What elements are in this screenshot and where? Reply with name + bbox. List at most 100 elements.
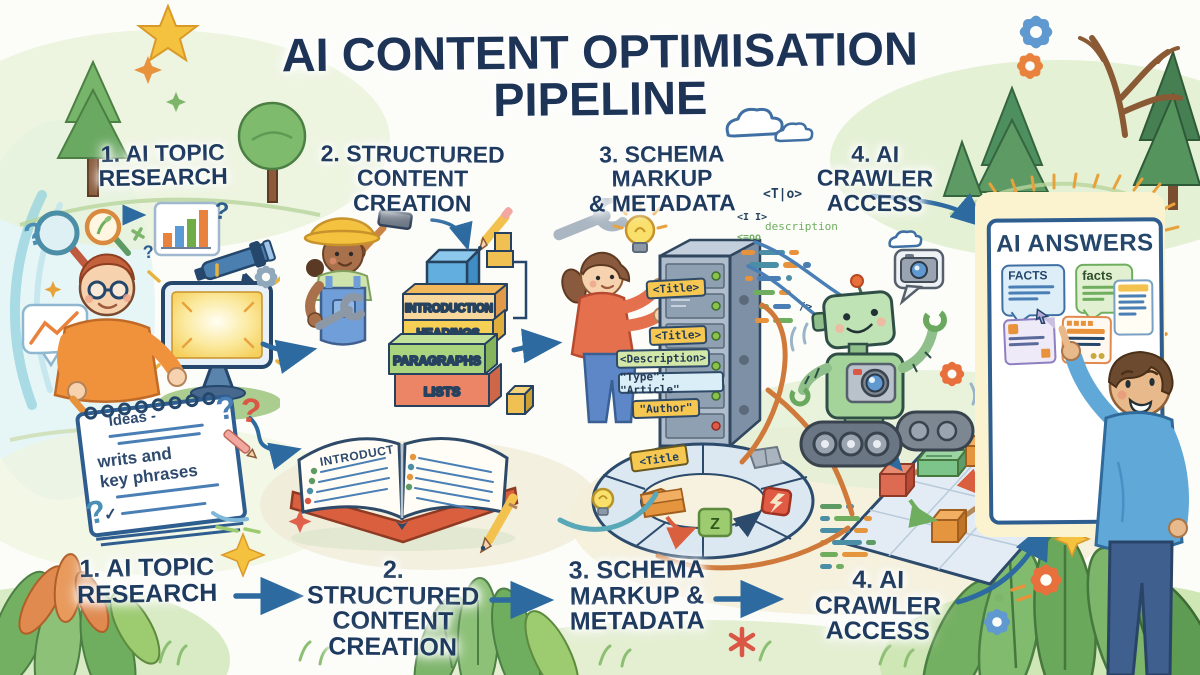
server-tag-title-1: <Title> (645, 277, 707, 300)
text-line (1118, 294, 1147, 298)
path-title-tag: <Title (629, 444, 689, 473)
pencil-icon (477, 207, 513, 253)
bottom-label-2-line3: CREATION (328, 631, 458, 662)
bottom-label-3-line1: 3. SCHEMA (568, 555, 705, 585)
bottom-label-4-line1: 4. AI CRAWLER (814, 565, 942, 621)
man-smile (1128, 397, 1153, 414)
svg-text:<Title: <Title (639, 450, 681, 468)
step-header-2: 2. STRUCTURED CONTENT CREATION (305, 140, 521, 217)
step-header-4: 4. AI CRAWLER ACCESS (790, 141, 961, 216)
book-right-lines (414, 457, 494, 510)
robot-arm-waving (898, 308, 947, 373)
grass-strokes (158, 640, 915, 668)
block-label: LISTS (424, 384, 461, 399)
text-line (1082, 291, 1117, 295)
antenna-ball (850, 274, 864, 288)
bar-chart-icon (153, 201, 221, 257)
man-hair (1107, 350, 1174, 396)
pointing-finger (1058, 325, 1071, 348)
man-pants (1106, 540, 1174, 675)
step-header-4-line2: ACCESS (826, 189, 923, 217)
bottom-label-2-line2: CONTENT (332, 606, 454, 636)
text-line (1008, 297, 1039, 301)
page-title: AI CONTENT OPTIMISATION PIPELINE (281, 21, 919, 127)
mat-arrow-green (908, 498, 938, 528)
ai-answers-panel: AI ANSWERS FACTS facts (986, 217, 1166, 525)
lightbulb-icon (612, 198, 668, 253)
step-bricks (486, 232, 514, 268)
step-header-1-line2: RESEARCH (98, 163, 228, 192)
facts-bubble: FACTS (1001, 264, 1066, 325)
text-line (1118, 300, 1145, 304)
robot-head (811, 290, 896, 350)
robot-arm-left (789, 363, 832, 407)
puzzle-icon (1007, 323, 1019, 335)
cursor-icon (1035, 308, 1050, 325)
notepad (75, 392, 247, 547)
code-description: description (765, 220, 838, 233)
svg-text:Z: Z (710, 516, 720, 533)
man-pointing (1058, 325, 1189, 675)
text-line (1008, 335, 1045, 341)
mini-yellow-cube (506, 385, 534, 415)
led-green (711, 271, 721, 281)
crawler-robot (789, 274, 977, 468)
plus-doodle (131, 227, 145, 241)
robot-camera (845, 362, 897, 404)
checkmark-icon: ✓ (103, 505, 119, 525)
foliage-bottom-middle (413, 577, 580, 675)
tree-left-round (237, 101, 307, 203)
mat-code-lines (820, 504, 876, 569)
server-tag-type-article: "Type": "Article" (617, 370, 725, 396)
notepad-text: Ideas - writs and key phrases ✓ (92, 398, 246, 525)
step-header-1: 1. AI TOPIC RESEARCH (88, 139, 239, 192)
tree-left-pine (56, 59, 130, 197)
step-header-4-line1: 4. AI CRAWLER (816, 140, 934, 192)
text-line (1008, 342, 1039, 347)
step-header-2-line2: CONTENT CREATION (352, 164, 472, 217)
led-green (711, 301, 721, 311)
facts-bubble-label: FACTS (1008, 268, 1048, 283)
server-tag-description: <Description> (615, 348, 711, 369)
bottom-label-1: 1. AI TOPIC RESEARCH (62, 553, 233, 609)
card-header-bar (1118, 284, 1149, 292)
text-line (1008, 285, 1055, 289)
folder-icon (639, 487, 687, 519)
led-green (711, 361, 721, 371)
text-line (1008, 291, 1051, 295)
step-header-2-line1: 2. STRUCTURED (320, 140, 505, 168)
step-header-3-line1: 3. SCHEMA MARKUP (599, 140, 725, 192)
bottom-label-4: 4. AI CRAWLER ACCESS (788, 565, 969, 646)
text-line (1082, 297, 1105, 301)
book-left-lines (314, 457, 390, 503)
step-header-3-line2: & METADATA (588, 189, 736, 217)
step-header-3: 3. SCHEMA MARKUP & METADATA (552, 140, 773, 217)
wrench-icon (315, 292, 365, 330)
cube-orange-2 (931, 509, 967, 543)
code-tag: <I I> (737, 212, 767, 223)
sparkle-icon (44, 281, 62, 298)
pencil-icon (479, 493, 518, 554)
bottom-label-3: 3. SCHEMA MARKUP & METADATA (552, 555, 723, 636)
z-tile: Z (697, 507, 733, 538)
server-tag-title-2: <Title> (648, 324, 708, 347)
camera-bubble-icon (893, 248, 945, 306)
server-tag-author: "Author" (631, 397, 701, 420)
led-red (711, 421, 721, 431)
code-tag: <T|o> (763, 187, 802, 202)
bottom-label-3-line3: METADATA (569, 606, 705, 636)
cloud-icons (725, 107, 923, 249)
tree-bare-branches (1078, 35, 1183, 138)
builder-scene (303, 208, 413, 346)
block-label: INTRODUCTION (405, 303, 493, 315)
led-green (711, 331, 721, 341)
question-mark: ? (237, 390, 264, 432)
monitor-icon (147, 263, 280, 401)
question-mark: ? (141, 241, 156, 263)
path-arrow-navy (732, 510, 763, 538)
block-lists: LISTS (394, 363, 502, 407)
ai-panel-title: AI ANSWERS (996, 229, 1154, 258)
researcher-scene (21, 201, 280, 547)
bottom-label-4-line2: ACCESS (825, 616, 930, 646)
